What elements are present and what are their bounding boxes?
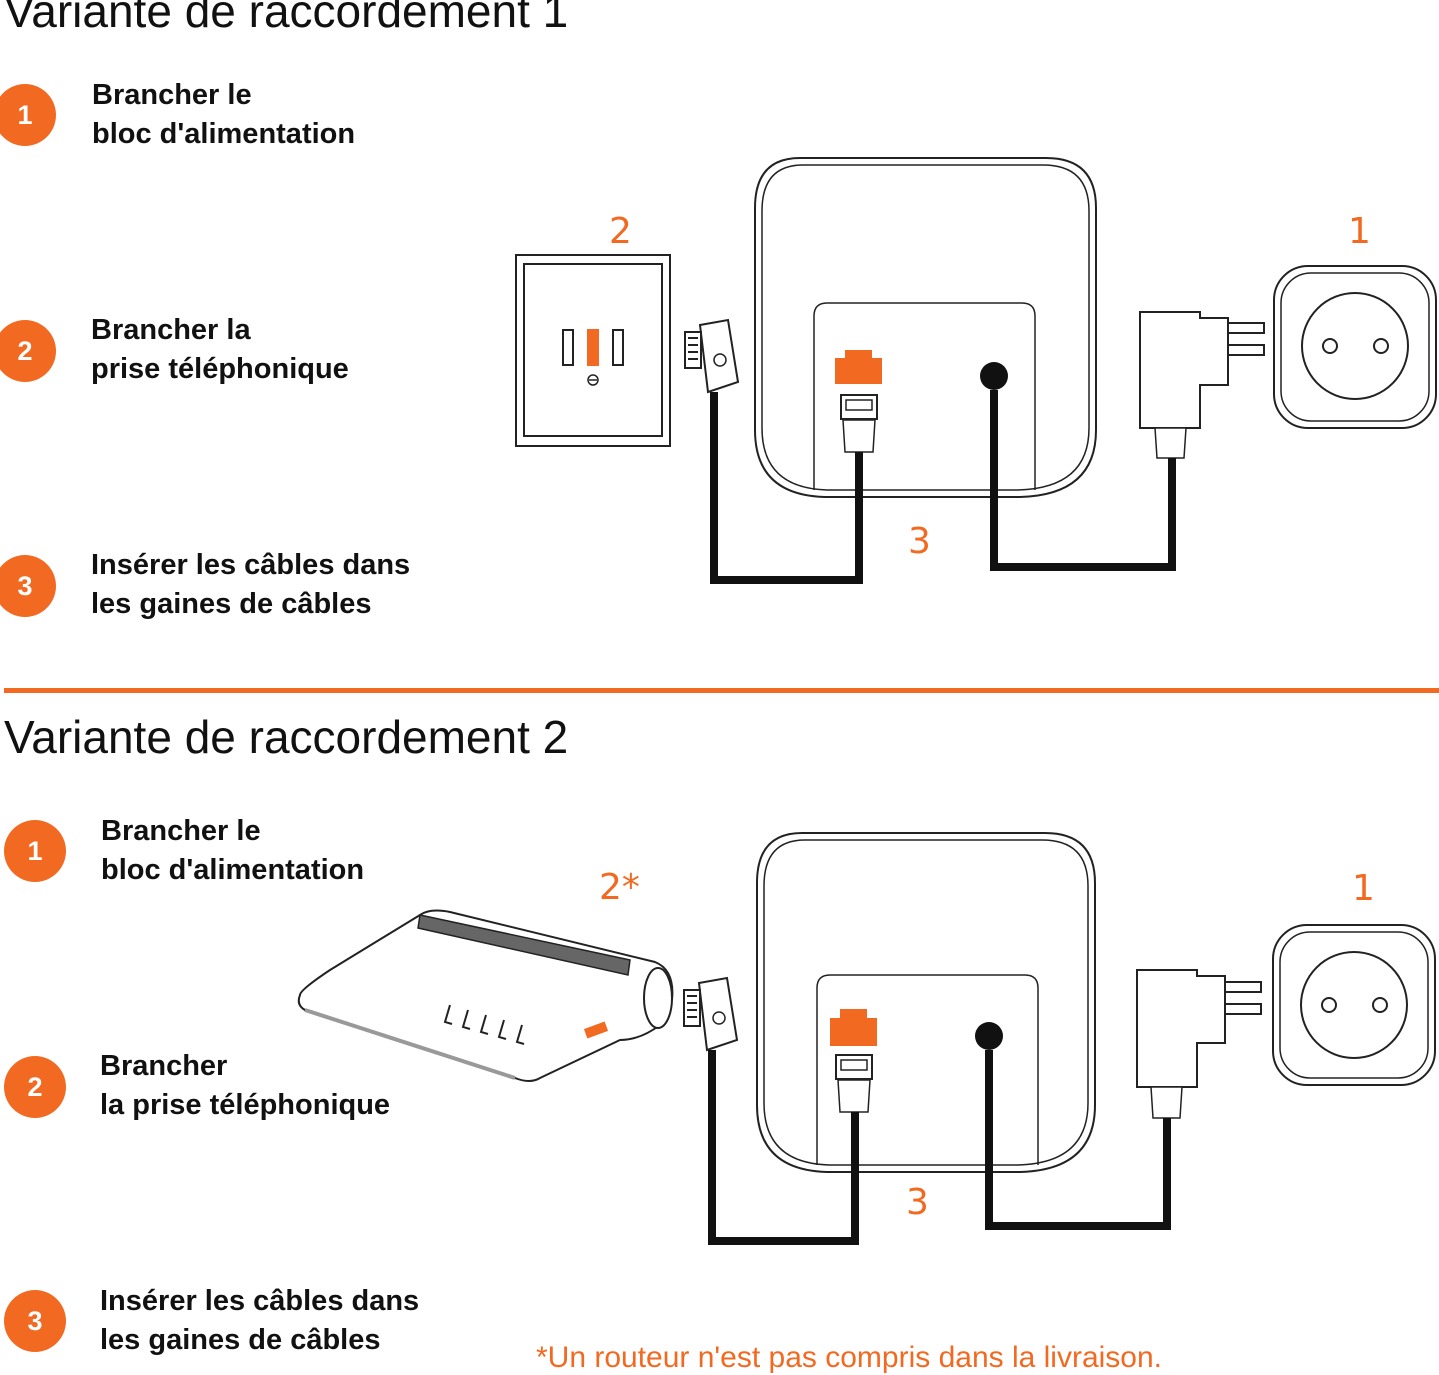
variant-2-diagram: 2* <box>297 832 1436 1245</box>
wall-phone-socket-icon <box>515 254 671 447</box>
label-cables: 3 <box>908 521 931 562</box>
base-station-icon <box>756 832 1096 1173</box>
step-2-badge: 2 <box>0 320 56 382</box>
label-power-outlet: 1 <box>1352 868 1375 909</box>
router-icon <box>297 909 674 1082</box>
variant-1-diagram: 2 <box>515 157 1437 584</box>
step-2-badge: 2 <box>4 1056 66 1118</box>
label-router: 2* <box>599 867 640 908</box>
power-adapter-icon <box>1139 311 1265 459</box>
footnote: *Un routeur n'est pas compris dans la li… <box>536 1341 1163 1374</box>
label-cables: 3 <box>906 1182 929 1223</box>
phone-plug-icon <box>684 318 740 394</box>
label-power-outlet: 1 <box>1348 211 1371 252</box>
variant-1-title: Variante de raccordement 1 <box>4 0 569 37</box>
power-adapter-icon <box>1136 969 1262 1119</box>
step-3-badge: 3 <box>0 555 56 617</box>
step-3-badge: 3 <box>4 1290 66 1352</box>
phone-plug-icon <box>683 976 739 1052</box>
step-1-badge: 1 <box>4 820 66 882</box>
power-outlet-icon <box>1273 265 1437 429</box>
label-wall-socket: 2 <box>609 211 632 252</box>
section-divider <box>4 688 1439 693</box>
cables <box>708 1050 1171 1245</box>
power-outlet-icon <box>1272 924 1436 1086</box>
step-1-badge: 1 <box>0 84 56 146</box>
base-station-icon <box>754 157 1097 498</box>
variant-2-title: Variante de raccordement 2 <box>4 711 569 763</box>
cables <box>710 390 1176 584</box>
